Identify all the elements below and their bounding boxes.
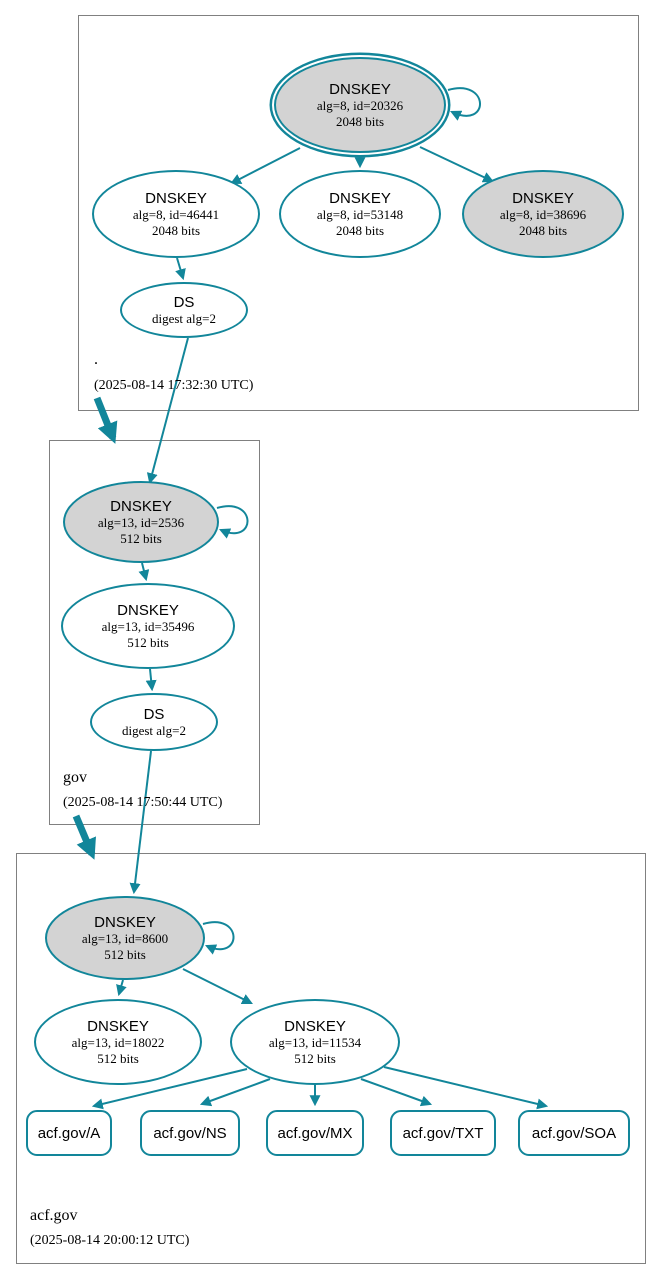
- node-title: DNSKEY: [87, 1017, 149, 1035]
- node-digest: digest alg=2: [121, 722, 187, 738]
- rrset-acf-gov-mx[interactable]: acf.gov/MX: [266, 1110, 364, 1156]
- node-alg-id: alg=8, id=46441: [132, 207, 220, 223]
- edge-delegation-gov-to-acf: [72, 814, 96, 860]
- rrset-acf-gov-soa[interactable]: acf.gov/SOA: [518, 1110, 630, 1156]
- edge-root-ds-to-gov-ksk: [146, 337, 189, 485]
- node-alg-id: alg=8, id=38696: [499, 207, 587, 223]
- node-title: DNSKEY: [145, 189, 207, 207]
- edge-zsk11534-to-rrset-a: [91, 1068, 248, 1110]
- zone-timestamp-acf-gov: (2025-08-14 20:00:12 UTC): [30, 1233, 190, 1248]
- edge-root-ksk-to-ksk38696: [419, 146, 494, 183]
- zone-timestamp-root: (2025-08-14 17:32:30 UTC): [94, 378, 254, 393]
- edge-gov-zsk-to-ds: [145, 668, 157, 692]
- rrset-acf-gov-a[interactable]: acf.gov/A: [26, 1110, 112, 1156]
- edge-zsk11534-to-rrset-soa: [383, 1066, 549, 1110]
- zone-timestamp-gov: (2025-08-14 17:50:44 UTC): [63, 795, 223, 810]
- node-dnskey-35496[interactable]: DNSKEY alg=13, id=35496 512 bits: [61, 583, 235, 669]
- node-dnskey-11534[interactable]: DNSKEY alg=13, id=11534 512 bits: [230, 999, 400, 1085]
- node-bits: 512 bits: [120, 530, 162, 546]
- node-dnskey-18022[interactable]: DNSKEY alg=13, id=18022 512 bits: [34, 999, 202, 1085]
- node-title: DNSKEY: [329, 189, 391, 207]
- node-ds-root[interactable]: DS digest alg=2: [120, 282, 248, 338]
- edge-zsk11534-to-rrset-ns: [199, 1078, 271, 1107]
- node-bits: 2048 bits: [151, 222, 201, 238]
- edge-gov-ds-to-acf-ksk: [129, 750, 152, 895]
- node-title: DS: [143, 705, 165, 723]
- node-dnskey-46441[interactable]: DNSKEY alg=8, id=46441 2048 bits: [92, 170, 260, 258]
- edge-root-ksk-selfloop: [447, 87, 481, 121]
- node-title: DNSKEY: [329, 80, 391, 98]
- node-title: DNSKEY: [94, 913, 156, 931]
- node-alg-id: alg=13, id=35496: [101, 619, 195, 635]
- node-dnskey-8600[interactable]: DNSKEY alg=13, id=8600 512 bits: [45, 896, 205, 980]
- node-alg-id: alg=8, id=20326: [316, 98, 404, 114]
- zone-box-acf-gov: [16, 853, 646, 1264]
- node-alg-id: alg=13, id=18022: [71, 1035, 165, 1051]
- edge-zsk46441-to-ds: [175, 257, 186, 281]
- node-title: DNSKEY: [117, 601, 179, 619]
- zone-name-acf-gov: acf.gov: [30, 1207, 78, 1224]
- node-bits: 2048 bits: [518, 222, 568, 238]
- node-title: DS: [173, 293, 195, 311]
- rrset-acf-gov-txt[interactable]: acf.gov/TXT: [390, 1110, 496, 1156]
- node-alg-id: alg=8, id=53148: [316, 207, 404, 223]
- zone-name-gov: gov: [63, 769, 87, 786]
- edge-gov-ksk-selfloop: [216, 505, 249, 539]
- node-dnskey-53148[interactable]: DNSKEY alg=8, id=53148 2048 bits: [279, 170, 441, 258]
- edge-acf-ksk-selfloop: [202, 921, 235, 955]
- node-bits: 512 bits: [294, 1050, 336, 1066]
- edge-gov-ksk-to-zsk35496: [138, 562, 150, 582]
- node-alg-id: alg=13, id=2536: [97, 515, 185, 531]
- edge-delegation-root-to-gov: [93, 396, 118, 444]
- node-dnskey-20326[interactable]: DNSKEY alg=8, id=20326 2048 bits: [274, 57, 446, 153]
- zone-name-root: .: [94, 351, 98, 368]
- edge-acf-ksk-to-zsk11534: [182, 968, 253, 1004]
- node-bits: 2048 bits: [335, 113, 385, 129]
- edge-root-ksk-to-zsk46441: [230, 147, 301, 185]
- node-bits: 2048 bits: [335, 222, 385, 238]
- node-dnskey-2536[interactable]: DNSKEY alg=13, id=2536 512 bits: [63, 481, 219, 563]
- rrset-acf-gov-ns[interactable]: acf.gov/NS: [140, 1110, 240, 1156]
- node-title: DNSKEY: [110, 497, 172, 515]
- node-ds-gov[interactable]: DS digest alg=2: [90, 693, 218, 751]
- node-dnskey-38696[interactable]: DNSKEY alg=8, id=38696 2048 bits: [462, 170, 624, 258]
- node-alg-id: alg=13, id=8600: [81, 931, 169, 947]
- node-title: DNSKEY: [284, 1017, 346, 1035]
- zone-box-root: [78, 15, 639, 411]
- edge-acf-ksk-to-zsk18022: [116, 979, 127, 997]
- node-bits: 512 bits: [127, 634, 169, 650]
- node-digest: digest alg=2: [151, 310, 217, 326]
- node-bits: 512 bits: [97, 1050, 139, 1066]
- zone-box-gov: [49, 440, 260, 825]
- edge-zsk11534-to-rrset-txt: [360, 1078, 433, 1107]
- node-alg-id: alg=13, id=11534: [268, 1035, 362, 1051]
- node-bits: 512 bits: [104, 946, 146, 962]
- node-title: DNSKEY: [512, 189, 574, 207]
